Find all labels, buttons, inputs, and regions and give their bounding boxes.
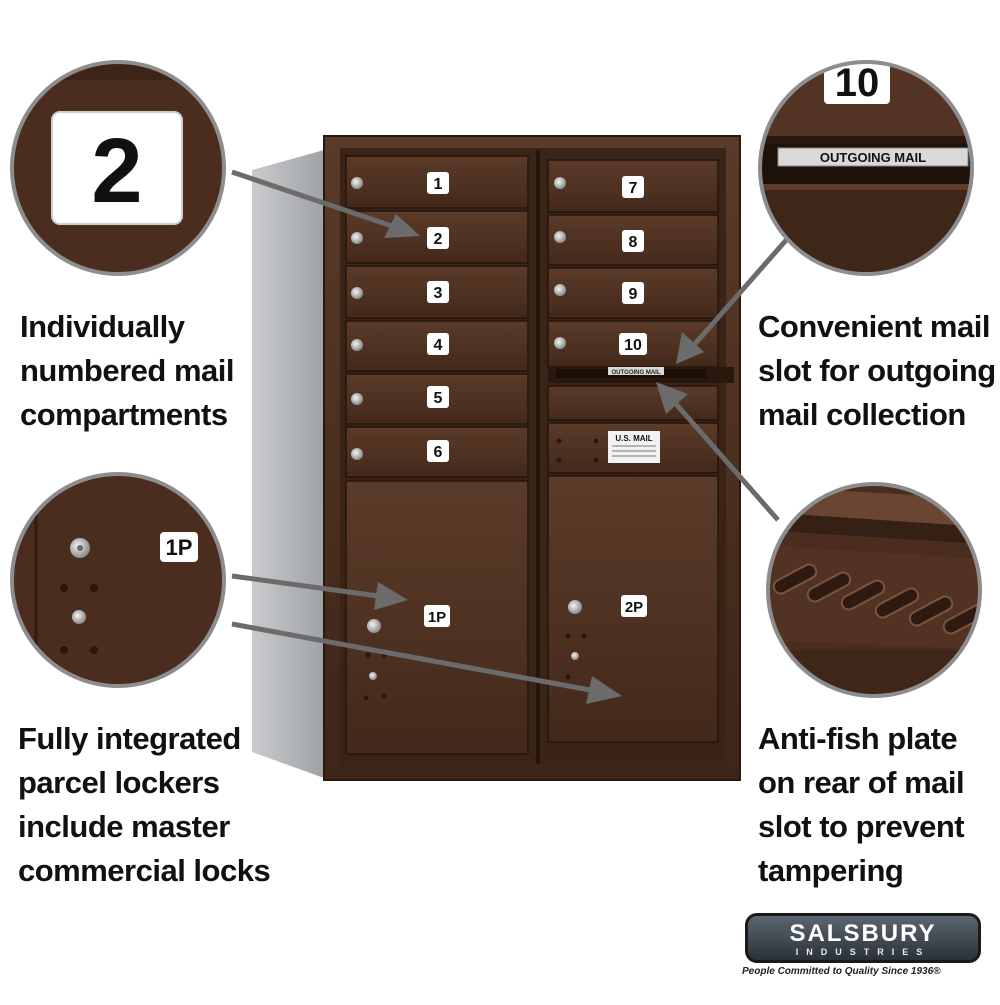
door-number: 3	[434, 285, 443, 302]
number-tag-bg	[619, 333, 647, 355]
lock-icon	[554, 231, 566, 243]
door-number: 5	[434, 390, 443, 407]
door-6[interactable]: 6	[345, 426, 529, 478]
lock-icon	[351, 339, 363, 351]
parcel-number: 1P	[428, 609, 446, 626]
door-number: 7	[629, 180, 638, 197]
outgoing-mail-slot[interactable]: OUTGOING MAIL	[547, 367, 734, 421]
parcel-locker-1p[interactable]: 1P	[345, 480, 529, 755]
zoom-number-tag: 2	[10, 60, 226, 276]
slot-label-plate	[608, 367, 664, 375]
lock-icon	[367, 619, 381, 633]
lock-icon	[554, 337, 566, 349]
lock-icon	[351, 393, 363, 405]
caption-line: Anti-fish plate	[758, 721, 958, 756]
lock-icon	[554, 177, 566, 189]
number-tag-bg	[427, 281, 449, 303]
usps-label-plate	[608, 431, 660, 463]
number-tag-bg	[427, 440, 449, 462]
logo-brand: SALSBURY	[789, 920, 937, 947]
parcel-number: 2P	[625, 599, 643, 616]
number-tag-bg	[427, 333, 449, 355]
lock-icon	[72, 610, 86, 624]
lock-icon	[568, 600, 582, 614]
caption-line: compartments	[20, 397, 228, 432]
number-tag-bg	[622, 176, 644, 198]
lock-icon	[351, 177, 363, 189]
door-number: 4	[434, 337, 443, 354]
caption-line: include master	[18, 809, 230, 844]
caption-line: commercial locks	[18, 853, 271, 888]
door-number: 9	[629, 286, 638, 303]
door-9[interactable]: 9	[547, 267, 719, 319]
door-4[interactable]: 4	[345, 320, 529, 372]
caption-line: Individually	[20, 309, 185, 344]
parcel-tag-bg	[621, 595, 647, 617]
parcel-locker-2p[interactable]: 2P	[547, 475, 719, 743]
usps-label: U.S. MAIL	[615, 434, 652, 443]
right-door-column: 7 8 9 10 OUTGOING MAIL	[547, 159, 734, 743]
zoom-slot-number: 10	[835, 61, 880, 105]
door-number: 10	[624, 337, 642, 354]
left-door-column: 1 2 3 4 5 6	[345, 155, 529, 755]
arrow-to-parcel-2p	[231, 621, 622, 704]
lock-icon	[369, 672, 377, 680]
zoom-outgoing-slot: 10 OUTGOING MAIL	[758, 60, 974, 276]
slot-label: OUTGOING MAIL	[612, 370, 661, 376]
door-number: 8	[629, 234, 638, 251]
parcel-tag-bg	[424, 605, 450, 627]
fish-plate-slots	[772, 563, 980, 635]
logo-badge: SALSBURY INDUSTRIES	[745, 913, 981, 963]
door-3[interactable]: 3	[345, 265, 529, 319]
caption-parcel-lockers: Fully integrated parcel lockers include …	[18, 717, 271, 893]
logo-sub: INDUSTRIES	[795, 947, 931, 957]
caption-line: tampering	[758, 853, 904, 888]
lock-icon	[554, 284, 566, 296]
number-tag-bg	[622, 230, 644, 252]
lock-icon	[351, 448, 363, 460]
lock-icon	[571, 652, 579, 660]
zoom-number: 2	[91, 120, 142, 222]
zoom-slot-label: OUTGOING MAIL	[820, 150, 926, 165]
caption-line: slot to prevent	[758, 809, 965, 844]
caption-outgoing-slot: Convenient mail slot for outgoing mail c…	[758, 305, 996, 437]
number-tag-bg	[622, 282, 644, 304]
door-number: 2	[434, 231, 443, 248]
lock-icon	[351, 287, 363, 299]
caption-line: parcel lockers	[18, 765, 220, 800]
zoom-anti-fish-plate	[766, 482, 982, 698]
mailbox-side-panel	[252, 150, 324, 778]
number-tag-bg	[427, 172, 449, 194]
usps-access-panel[interactable]: U.S. MAIL	[547, 422, 719, 474]
logo-tagline: People Committed to Quality Since 1936®	[742, 966, 941, 977]
zoom-parcel-lock: 1P	[10, 472, 226, 688]
door-number: 1	[434, 176, 443, 193]
caption-line: numbered mail	[20, 353, 235, 388]
caption-anti-fish-plate: Anti-fish plate on rear of mail slot to …	[758, 717, 965, 893]
number-tag-bg	[427, 227, 449, 249]
arrow-to-anti-fish-plate	[656, 382, 780, 522]
callout-arrows	[231, 169, 790, 704]
arrow-to-outgoing-slot	[676, 236, 790, 364]
door-number: 6	[434, 444, 443, 461]
door-5[interactable]: 5	[345, 373, 529, 425]
number-tag-bg	[427, 386, 449, 408]
door-7[interactable]: 7	[547, 159, 719, 213]
zoom-parcel-tag: 1P	[166, 535, 193, 560]
caption-line: Fully integrated	[18, 721, 241, 756]
salsbury-logo: SALSBURY INDUSTRIES People Committed to …	[742, 910, 990, 977]
caption-line: Convenient mail	[758, 309, 990, 344]
caption-numbered-compartments: Individually numbered mail compartments	[20, 305, 235, 437]
door-1[interactable]: 1	[345, 155, 529, 209]
caption-line: on rear of mail	[758, 765, 965, 800]
arrow-to-door-2	[231, 169, 420, 238]
arrow-to-parcel-1p	[231, 573, 408, 610]
door-8[interactable]: 8	[547, 214, 719, 266]
caption-line: slot for outgoing	[758, 353, 996, 388]
caption-line: mail collection	[758, 397, 966, 432]
lock-icon	[351, 232, 363, 244]
